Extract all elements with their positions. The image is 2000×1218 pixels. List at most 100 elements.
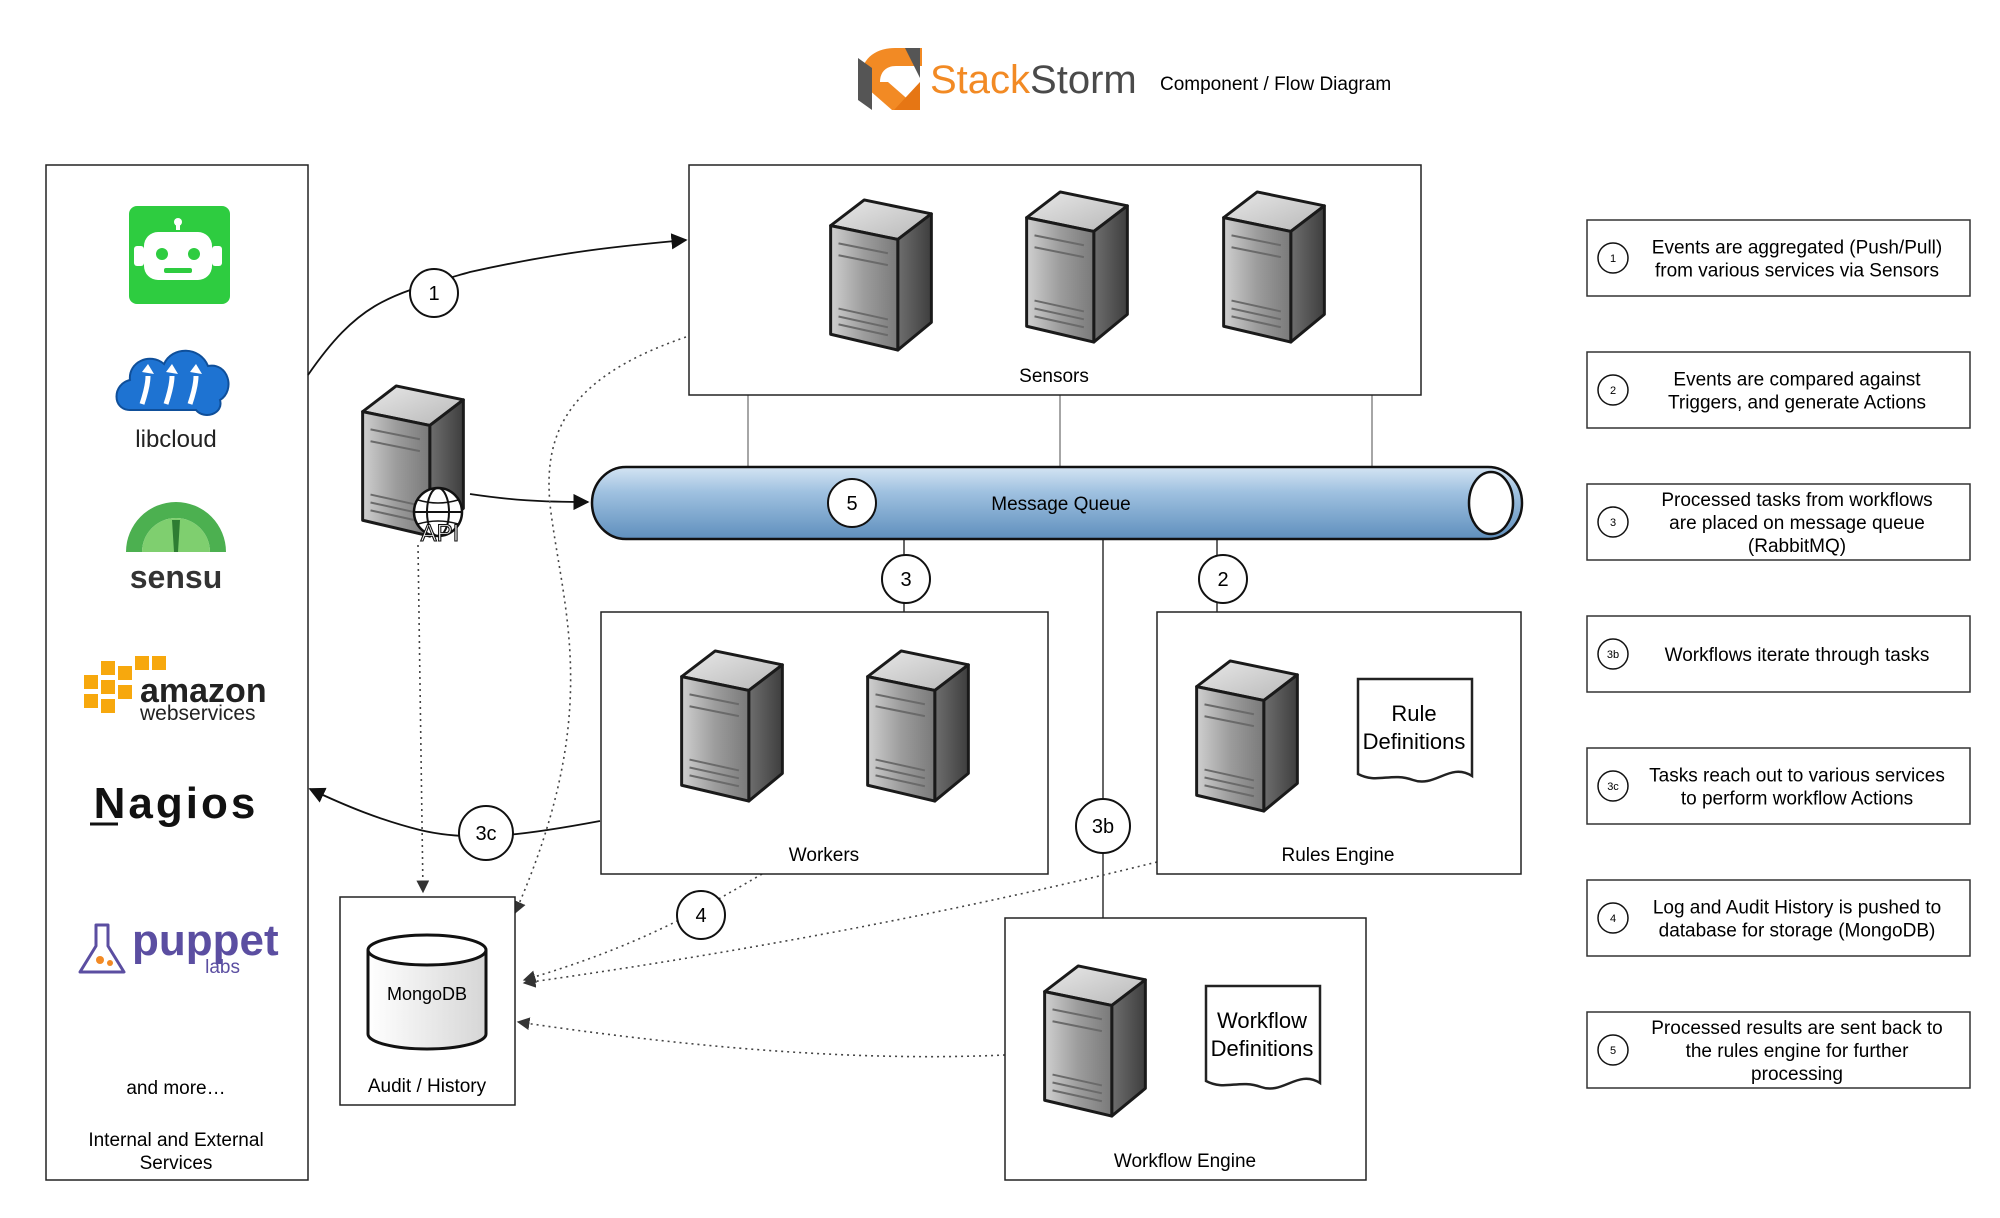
services-panel: libcloud sensu amazon webservices [45, 164, 309, 1181]
legend-text-line: Log and Audit History is pushed to [1653, 898, 1941, 919]
puppet-label-sub: labs [205, 957, 240, 978]
step-badge-2: 2 [1198, 554, 1248, 604]
legend: 1 Events are aggregated (Push/Pull)from v… [1586, 219, 1971, 1089]
sensu-logo-icon: sensu [126, 502, 226, 595]
legend-badge [1597, 638, 1629, 670]
legend-item: 3b Workflows iterate through tasks [1586, 615, 1971, 693]
mongodb-box: MongoDB Audit / History [339, 896, 516, 1106]
sensor-server-icon-1 [829, 198, 933, 352]
flow-4-dotted [522, 873, 763, 983]
libcloud-label: libcloud [135, 426, 216, 453]
robot-logo-icon [129, 206, 230, 304]
workflow-server-icon [1043, 964, 1147, 1118]
legend-badge-label: 5 [1610, 1045, 1616, 1057]
legend-text-line: (RabbitMQ) [1748, 536, 1846, 557]
api-server: API [361, 384, 465, 548]
rules-server-icon [1195, 659, 1299, 813]
legend-badge-label: 4 [1610, 913, 1616, 925]
legend-text-line: database for storage (MongoDB) [1659, 921, 1936, 942]
sensors-label: Sensors [1019, 366, 1089, 387]
header: StackStorm Component / Flow Diagram [858, 48, 1391, 110]
legend-badge-label: 3b [1607, 649, 1619, 661]
legend-badge [1597, 374, 1629, 406]
sensor-server-icon-3 [1222, 190, 1326, 344]
rules-engine-box: Rule Definitions Rules Engine [1156, 611, 1522, 875]
legend-item: 3c Tasks reach out to various servicesto … [1586, 747, 1971, 825]
legend-text-line: to perform workflow Actions [1681, 789, 1913, 810]
svg-text:2: 2 [1217, 569, 1228, 591]
rules-engine-label: Rules Engine [1281, 845, 1394, 866]
legend-text-line: Processed tasks from workflows [1661, 490, 1932, 511]
legend-text-line: are placed on message queue [1669, 513, 1925, 534]
step-badge-4: 4 [676, 890, 726, 940]
libcloud-logo-icon: libcloud [115, 349, 230, 453]
svg-text:3: 3 [900, 569, 911, 591]
api-to-db-dotted [416, 544, 430, 894]
legend-badge [1597, 770, 1629, 802]
api-label: API [421, 520, 460, 547]
workers-box: Workers [600, 611, 1049, 875]
brand-stack: Stack [930, 58, 1031, 102]
brand-name: StackStorm [930, 58, 1137, 102]
aws-label-sub: webservices [139, 702, 256, 725]
services-caption-line1: Internal and External [88, 1130, 263, 1151]
legend-text-line: the rules engine for further [1686, 1041, 1910, 1062]
step-badge-1: 1 [409, 268, 459, 318]
legend-text-line: Processed results are sent back to [1651, 1018, 1942, 1039]
connectors [307, 233, 1373, 1058]
legend-item: 1 Events are aggregated (Push/Pull)from v… [1586, 219, 1971, 297]
step-badge-3b: 3b [1075, 798, 1131, 854]
legend-item: 4 Log and Audit History is pushed todatab… [1586, 879, 1971, 957]
nagios-label: Nagios [94, 779, 259, 828]
sensor-server-icon-2 [1025, 190, 1129, 344]
legend-text-line: Triggers, and generate Actions [1668, 393, 1926, 414]
legend-badge-label: 2 [1610, 385, 1616, 397]
diagram-subtitle: Component / Flow Diagram [1160, 74, 1391, 95]
services-more: and more… [126, 1078, 225, 1099]
legend-badge [1597, 902, 1629, 934]
step-badges: 1 5 3 2 3b 3c 4 [409, 268, 1248, 940]
legend-text-line: Events are aggregated (Push/Pull) [1652, 238, 1942, 259]
legend-text-line: processing [1751, 1064, 1843, 1085]
svg-text:1: 1 [428, 283, 439, 305]
step-badge-3c: 3c [458, 805, 514, 861]
legend-badge [1597, 506, 1629, 538]
nagios-logo-icon: Nagios [90, 779, 259, 828]
rule-definitions-line2: Definitions [1363, 729, 1466, 754]
puppet-label-main: puppet [132, 916, 279, 965]
svg-text:3b: 3b [1092, 816, 1114, 838]
puppet-labs-logo-icon: puppet labs [78, 916, 279, 978]
mongodb-label: MongoDB [387, 984, 467, 1004]
workflow-definitions-line1: Workflow [1217, 1008, 1307, 1033]
workflow-to-db-dotted [516, 1017, 1006, 1058]
aws-label-main: amazon [140, 672, 267, 710]
flow-3c-arrow [308, 787, 601, 838]
sensu-label: sensu [130, 559, 222, 595]
legend-badge [1597, 1034, 1629, 1066]
svg-text:3c: 3c [475, 823, 496, 845]
legend-text-line: Tasks reach out to various services [1649, 766, 1945, 787]
workflow-engine-label: Workflow Engine [1114, 1151, 1256, 1172]
legend-text-line: Workflows iterate through tasks [1665, 645, 1930, 666]
legend-badge [1597, 242, 1629, 274]
worker-server-icon-2 [866, 649, 970, 803]
rules-to-db-dotted [522, 861, 1158, 988]
legend-badge-label: 1 [1610, 253, 1616, 265]
amazon-web-services-logo-icon: amazon webservices [84, 656, 267, 725]
step-badge-5: 5 [827, 478, 877, 528]
legend-text-line: Events are compared against [1673, 370, 1921, 391]
message-queue: Message Queue [590, 465, 1524, 541]
legend-text-line: from various services via Sensors [1655, 261, 1939, 282]
api-to-queue-arrow [469, 493, 590, 511]
workers-label: Workers [789, 845, 859, 866]
globe-icon [412, 486, 464, 538]
audit-history-label: Audit / History [368, 1076, 487, 1097]
svg-text:4: 4 [695, 905, 706, 927]
svg-text:5: 5 [846, 493, 857, 515]
legend-badge-label: 3c [1607, 781, 1619, 793]
flow-1-arrow [307, 233, 688, 376]
